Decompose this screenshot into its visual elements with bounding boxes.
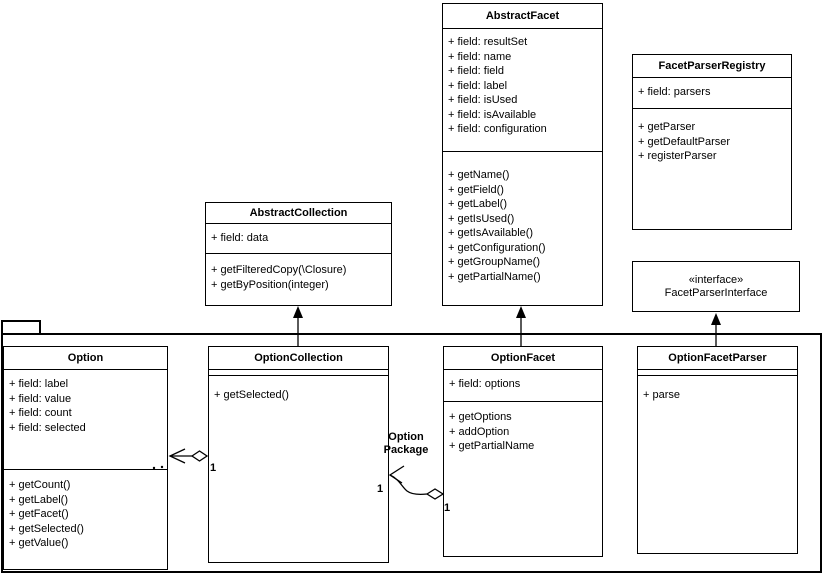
method-row: + addOption (449, 425, 510, 438)
method-row: + getFilteredCopy(\Closure) (211, 264, 347, 276)
method-row: + getFacet() (9, 508, 69, 520)
method-row: + getParser (638, 121, 696, 133)
methods-section: + getCount() + getLabel() + getFacet() +… (4, 469, 167, 569)
multiplicity-option-collection: 1 (210, 462, 217, 474)
method-row: + getByPosition(integer) (211, 278, 329, 291)
method-row: + getGroupName() (448, 256, 541, 268)
class-box-option-collection: OptionCollection + getSelected() (208, 346, 389, 563)
multiplicity-facet-end: 1 (444, 502, 451, 514)
method-row: + getSelected() (214, 389, 289, 401)
stereotype-label: «interface» (688, 273, 744, 286)
fields-section: + field: data (206, 224, 391, 253)
methods-section: + getOptions + addOption + getPartialNam… (444, 401, 602, 556)
field-row: + field: parsers (638, 86, 711, 98)
method-row: + getSelected() (9, 522, 84, 535)
class-title: AbstractFacet (443, 4, 602, 29)
method-row: + getOptions (449, 411, 512, 423)
method-row: + getLabel() (448, 198, 508, 210)
method-row: + getField() (448, 183, 504, 196)
methods-section: + parse (638, 375, 797, 553)
multiplicity-collection-facet: 1 (377, 483, 384, 495)
fields-section: + field: label + field: value + field: c… (4, 370, 167, 469)
method-row: + registerParser (638, 150, 717, 162)
method-row: + getIsAvailable() (448, 227, 534, 239)
aggregation-label-option-package: Option Package (374, 431, 438, 457)
field-row: + field: resultSet (448, 36, 528, 48)
method-row: + parse (643, 389, 680, 401)
fields-section: + field: resultSet + field: name + field… (443, 29, 602, 151)
class-box-option-facet: OptionFacet + field: options + getOption… (443, 346, 603, 557)
aggregation-label-line1: Option (388, 431, 424, 443)
fields-section: + field: options (444, 370, 602, 401)
method-row: + getConfiguration() (448, 241, 546, 254)
field-row: + field: label (448, 79, 508, 92)
field-row: + field: label (9, 378, 69, 390)
class-title: OptionFacetParser (638, 347, 797, 370)
class-box-facet-parser-interface: «interface» FacetParserInterface (632, 261, 800, 312)
method-row: + getPartialName() (448, 270, 541, 283)
class-box-option: Option + field: label + field: value + f… (3, 346, 168, 570)
class-box-option-facet-parser: OptionFacetParser + parse (637, 346, 798, 554)
methods-section: + getFilteredCopy(\Closure) + getByPosit… (206, 253, 391, 305)
field-row: + field: isAvailable (448, 108, 537, 121)
method-row: + getName() (448, 169, 510, 181)
package-tab (1, 320, 41, 334)
class-title: Option (4, 347, 167, 370)
class-box-abstract-facet: AbstractFacet + field: resultSet + field… (442, 3, 603, 306)
field-row: + field: field (448, 65, 504, 77)
field-row: + field: value (9, 392, 72, 405)
class-title: FacetParserRegistry (633, 55, 791, 78)
field-row: + field: name (448, 50, 512, 63)
aggregation-label-line2: Package (383, 444, 429, 456)
field-row: + field: data (211, 232, 269, 244)
class-title: OptionFacet (444, 347, 602, 370)
field-row: + field: count (9, 407, 72, 419)
class-title: AbstractCollection (206, 203, 391, 224)
field-row: + field: options (449, 378, 521, 390)
field-row: + field: selected (9, 421, 86, 434)
class-box-facet-parser-registry: FacetParserRegistry + field: parsers + g… (632, 54, 792, 230)
method-row: + getPartialName (449, 440, 535, 452)
methods-section: + getSelected() (209, 375, 388, 562)
field-row: + field: isUsed (448, 94, 518, 106)
method-row: + getValue() (9, 537, 69, 549)
class-title: FacetParserInterface (664, 286, 768, 299)
fields-section: + field: parsers (633, 78, 791, 108)
class-box-abstract-collection: AbstractCollection + field: data + getFi… (205, 202, 392, 306)
method-row: + getIsUsed() (448, 212, 515, 225)
methods-section: + getName() + getField() + getLabel() + … (443, 151, 602, 305)
field-row: + field: configuration (448, 123, 547, 135)
class-title: OptionCollection (209, 347, 388, 370)
method-row: + getCount() (9, 479, 71, 491)
method-row: + getLabel() (9, 493, 69, 506)
methods-section: + getParser + getDefaultParser + registe… (633, 108, 791, 229)
method-row: + getDefaultParser (638, 135, 731, 148)
